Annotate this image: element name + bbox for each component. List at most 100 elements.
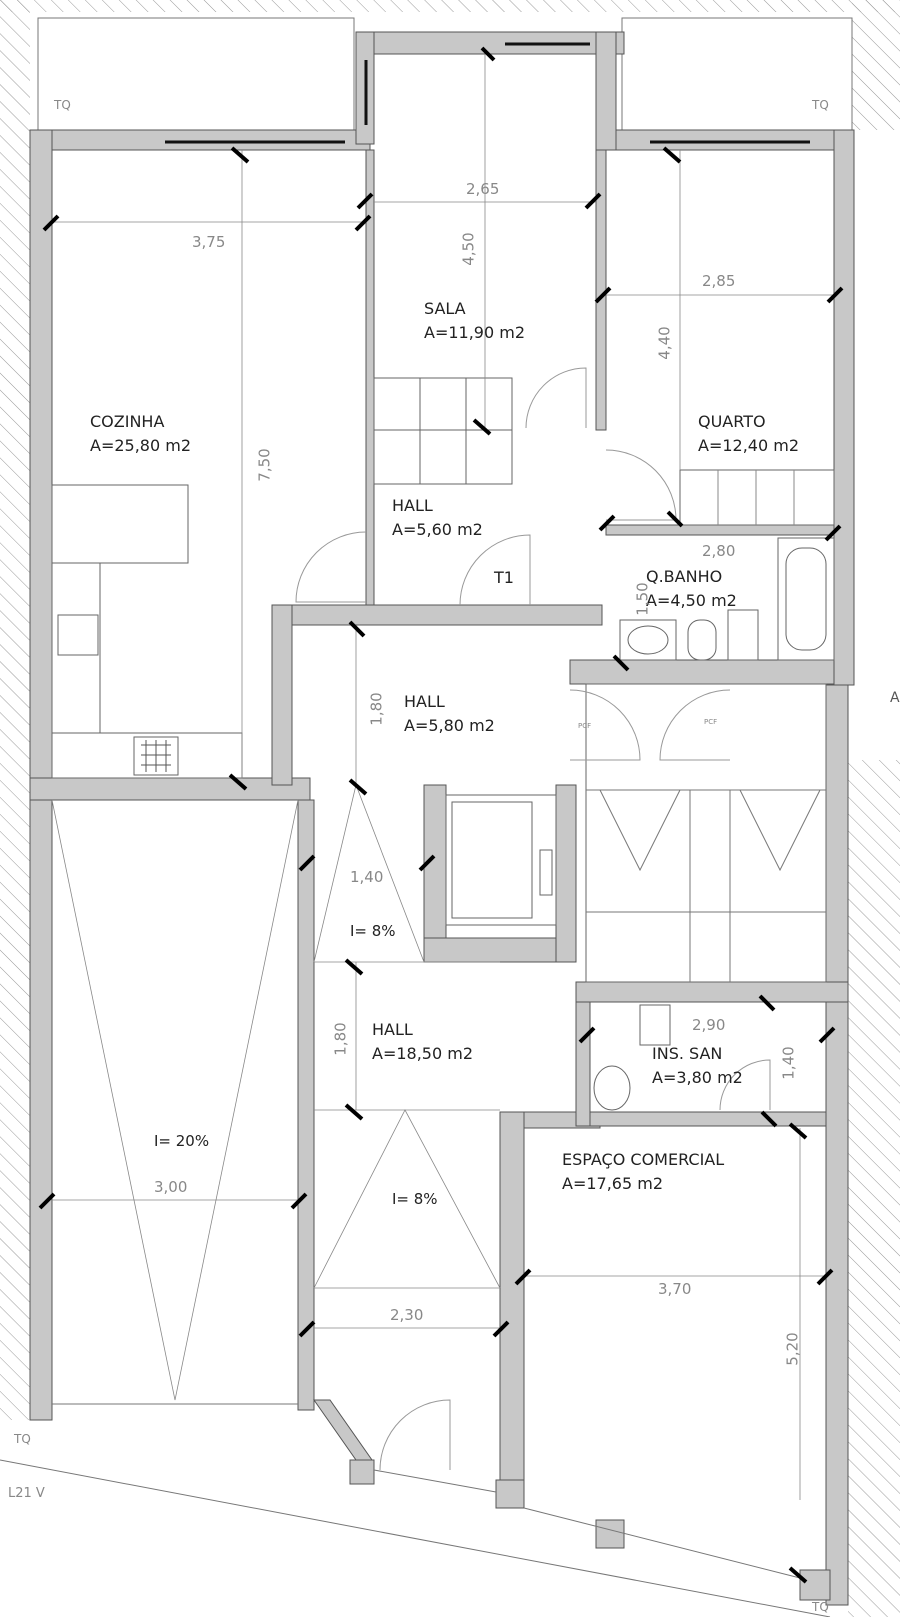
wall-core-east [555,784,577,963]
dim-285: 2,85 [702,272,736,290]
wall-south-angled [313,1399,373,1461]
dim-440: 4,40 [655,326,674,360]
mark-tq-3: TQ [14,1432,31,1446]
dim-150: 1,50 [633,582,652,616]
mark-pcf-2: PCF [704,718,718,726]
door-hall1 [295,531,367,603]
dim-375: 3,75 [192,233,226,251]
south-glass-2 [523,1507,801,1579]
wall-comercial-west [499,1111,525,1508]
wardrobe-divisions [717,470,795,525]
mark-l21: L21 V [8,1486,45,1501]
balcony-right [621,17,853,134]
elevator-counterweight [539,849,553,896]
wall-sala-east [595,31,617,151]
hatch-top [0,0,900,12]
stairwell [585,683,827,983]
sink-banho-bowl [627,625,669,655]
sala-stairs [373,377,513,485]
toilet-banho [727,609,759,661]
kitchen-counter-top [51,484,189,564]
room-hall-2-name: HALL [404,692,445,711]
room-sala-name: SALA [424,299,466,318]
room-sala-area: A=11,90 m2 [424,323,526,342]
room-cozinha-name: COZINHA [90,412,165,431]
wall-east-bottom [825,684,849,1606]
wall-inssan-west [575,1001,591,1127]
slope-1: I= 8% [350,922,396,940]
elevator-car [451,801,533,919]
sala-stairs-steps [374,378,512,484]
hatch-left [0,0,30,1420]
stove-burners-icon [141,740,171,772]
mark-tq-2: TQ [812,98,829,112]
room-qbanho-name: Q.BANHO [646,567,723,586]
wall-garage-east [297,799,315,1411]
pillar-4 [799,1569,831,1601]
dim-280: 2,80 [702,542,736,560]
room-qbanho: Q.BANHO A=4,50 m2 [646,565,737,613]
room-hall-3-name: HALL [372,1020,413,1039]
wardrobe [679,469,835,526]
bidet-banho [687,619,717,661]
room-inssan: INS. SAN A=3,80 m2 [652,1042,743,1090]
room-hall-2: HALL A=5,80 m2 [404,690,495,738]
door-stair [659,689,731,761]
room-quarto-name: QUARTO [698,412,766,431]
mark-t1: T1 [494,568,514,587]
room-cozinha: COZINHA A=25,80 m2 [90,410,191,458]
balcony-left [37,17,355,134]
wall-west [29,129,53,1421]
pillar-1 [349,1459,375,1485]
wall-stair-south [575,981,849,1003]
wall-quarto-west [595,149,607,431]
room-inssan-name: INS. SAN [652,1044,723,1063]
room-quarto-area: A=12,40 m2 [698,436,800,455]
dim-140: 1,40 [350,868,384,886]
ramp-garage [51,799,299,1401]
mark-tq-4: TQ [812,1600,829,1614]
wall-core-south [423,937,575,963]
room-comercial-area: A=17,65 m2 [562,1174,664,1193]
room-hall-1-area: A=5,60 m2 [392,520,483,539]
wall-cozinha-south [29,777,311,801]
mark-pcf-1: PCF [578,722,592,730]
room-cozinha-area: A=25,80 m2 [90,436,192,455]
dim-140b: 1,40 [779,1046,798,1080]
sink-inssan [593,1065,631,1111]
door-hall2 [569,689,641,761]
room-inssan-area: A=3,80 m2 [652,1068,743,1087]
wall-east-top [833,129,855,686]
wall-north-left [29,129,371,151]
room-comercial: ESPAÇO COMERCIAL A=17,65 m2 [562,1148,724,1196]
room-comercial-name: ESPAÇO COMERCIAL [562,1150,725,1169]
dim-180: 1,80 [367,692,386,726]
slope-3: I= 20% [154,1132,210,1150]
wall-hall-north [271,604,603,626]
toilet-inssan [639,1004,671,1046]
dim-370: 3,70 [658,1280,692,1298]
pillar-2 [495,1479,525,1509]
door-banho [605,449,677,521]
room-hall-3: HALL A=18,50 m2 [372,1018,473,1066]
dim-520: 5,20 [783,1332,802,1366]
south-glass-1 [373,1469,497,1493]
hatch-topright [852,0,900,130]
dim-180b: 1,80 [331,1022,350,1056]
mark-tq-1: TQ [54,98,71,112]
bathtub-inner [785,547,827,651]
kitchen-sink [57,614,99,656]
hatch-right [848,760,900,1617]
door-sala [525,367,587,429]
door-inssan [719,1059,771,1111]
stair-steps [586,789,826,982]
door-t1 [459,534,531,606]
room-hall-1-name: HALL [392,496,433,515]
room-sala: SALA A=11,90 m2 [424,297,525,345]
wall-core-west [423,784,447,961]
wall-banho-north [605,524,835,536]
wall-banho-south [569,659,835,685]
dim-290: 2,90 [692,1016,726,1034]
room-qbanho-area: A=4,50 m2 [646,591,737,610]
